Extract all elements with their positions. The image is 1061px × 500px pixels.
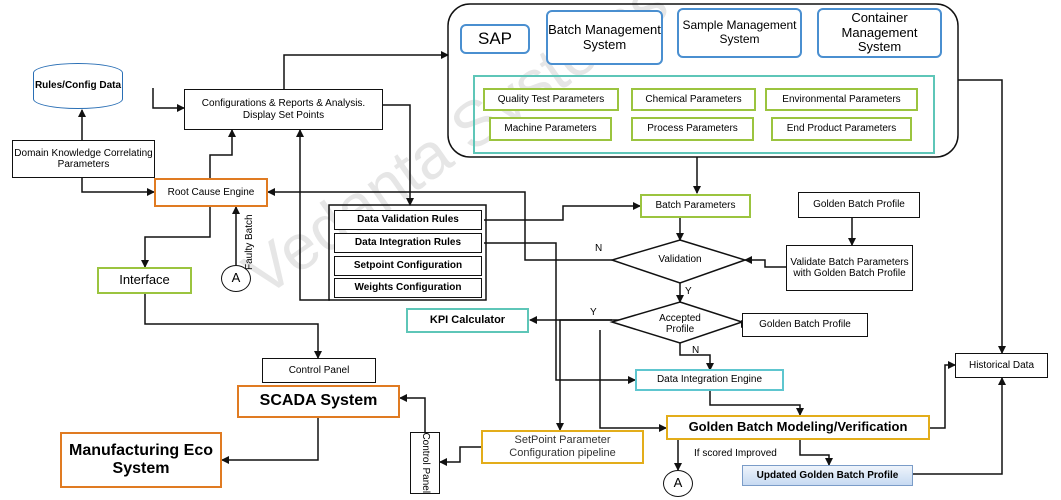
manufacturing-eco-system-node: Manufacturing Eco System [60, 432, 222, 488]
machine-parameters-node: Machine Parameters [489, 117, 612, 141]
edge-label-n-accepted: N [692, 345, 700, 356]
data-validation-rules-node: Data Validation Rules [334, 210, 482, 230]
data-integration-engine-node: Data Integration Engine [635, 369, 784, 391]
quality-test-parameters-node: Quality Test Parameters [483, 88, 619, 111]
weights-configuration-node: Weights Configuration [334, 278, 482, 298]
data-integration-rules-node: Data Integration Rules [334, 233, 482, 253]
configurations-reports-node: Configurations & Reports & Analysis. Dis… [184, 89, 383, 130]
updated-golden-batch-profile-node: Updated Golden Batch Profile [742, 465, 913, 486]
environmental-parameters-node: Environmental Parameters [765, 88, 918, 111]
sample-management-system-node: Sample Management System [677, 8, 802, 58]
rules-config-data-node: Rules/Config Data [33, 63, 123, 109]
container-management-system-node: Container Management System [817, 8, 942, 58]
historical-data-node: Historical Data [955, 353, 1048, 378]
kpi-calculator-node: KPI Calculator [406, 308, 529, 333]
golden-batch-modeling-node: Golden Batch Modeling/Verification [666, 415, 930, 440]
validation-decision-label: Validation [658, 254, 702, 266]
control-panel-vertical-node: Control Panel [410, 432, 440, 494]
accepted-profile-decision-label: Accepted Profile [659, 312, 701, 336]
golden-batch-profile-node: Golden Batch Profile [798, 192, 920, 218]
control-panel-vertical-label: Control Panel [419, 432, 431, 494]
validate-batch-parameters-node: Validate Batch Parameters with Golden Ba… [786, 245, 913, 291]
scada-system-node: SCADA System [237, 385, 400, 418]
connector-a-top: A [221, 265, 251, 292]
control-panel-node: Control Panel [262, 358, 376, 383]
process-parameters-node: Process Parameters [631, 117, 754, 141]
setpoint-pipeline-node: SetPoint Parameter Configuration pipelin… [481, 430, 644, 464]
end-product-parameters-node: End Product Parameters [771, 117, 912, 141]
interface-node: Interface [97, 267, 192, 294]
golden-batch-profile-2-node: Golden Batch Profile [742, 313, 868, 337]
batch-parameters-node: Batch Parameters [640, 194, 751, 218]
domain-knowledge-node: Domain Knowledge Correlating Parameters [12, 140, 155, 178]
edge-label-y-validation: Y [685, 286, 692, 297]
connector-a-bottom: A [663, 470, 693, 497]
root-cause-engine-node: Root Cause Engine [154, 178, 268, 207]
setpoint-configuration-node: Setpoint Configuration [334, 256, 482, 276]
batch-management-system-node: Batch Management System [546, 10, 663, 65]
if-scored-improved-label: If scored Improved [694, 448, 777, 459]
sap-node: SAP [460, 24, 530, 54]
chemical-parameters-node: Chemical Parameters [631, 88, 756, 111]
edge-label-n-validation: N [595, 243, 603, 254]
faulty-batch-label: Faulty Batch [244, 214, 255, 270]
edge-label-y-accepted: Y [590, 307, 597, 318]
